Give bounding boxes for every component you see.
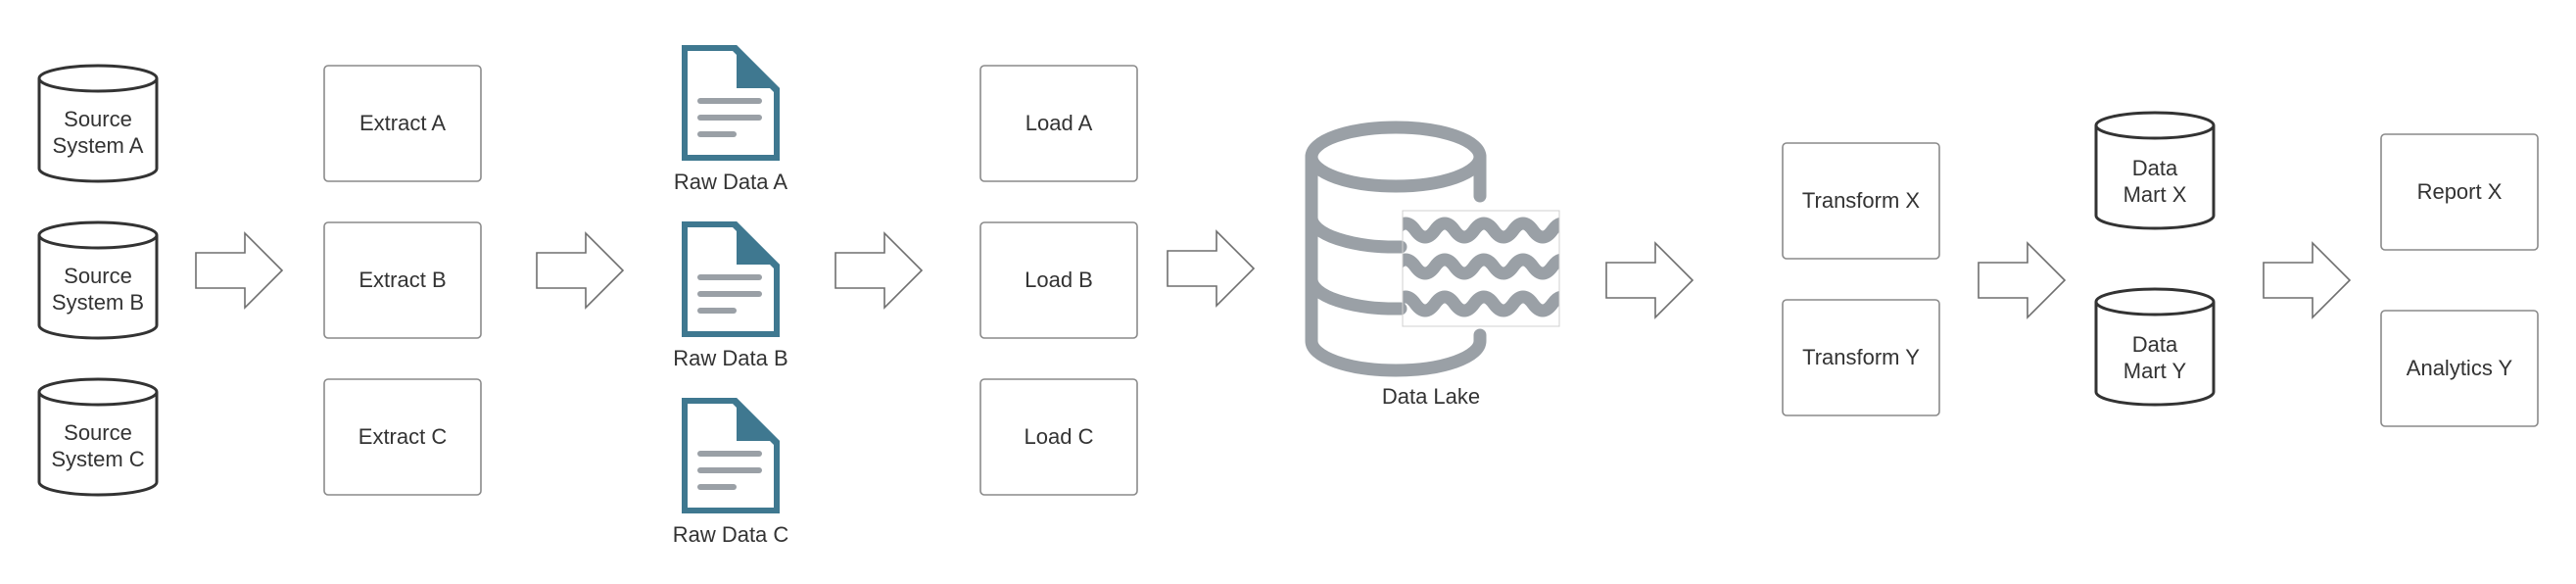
source-system-c: Source System C [37, 377, 159, 497]
right-arrow-icon [835, 231, 924, 310]
source-a-label-line2: System A [53, 133, 144, 158]
transform-y-box: Transform Y [1782, 299, 1940, 416]
right-arrow-icon [195, 231, 284, 310]
raw-data-b: Raw Data B [673, 221, 788, 370]
data-mart-x: Data Mart X [2094, 111, 2216, 230]
raw-data-c: Raw Data C [673, 398, 789, 547]
document-icon [682, 221, 780, 337]
raw-data-a-label: Raw Data A [674, 170, 787, 194]
extract-c-label: Extract C [358, 424, 448, 449]
raw-data-c-label: Raw Data C [673, 522, 789, 547]
extract-b-box: Extract B [323, 221, 482, 339]
report-x-box: Report X [2380, 133, 2539, 251]
right-arrow-icon [1605, 241, 1694, 319]
report-x-label: Report X [2417, 179, 2503, 204]
data-mart-y-label-line1: Data [2132, 332, 2178, 357]
load-a-box: Load A [979, 65, 1138, 182]
extract-a-label: Extract A [359, 111, 446, 135]
load-a-label: Load A [1026, 111, 1093, 135]
data-lake-label: Data Lake [1382, 384, 1480, 409]
load-c-label: Load C [1025, 424, 1094, 449]
transform-x-label: Transform X [1802, 188, 1921, 213]
source-b-label-line1: Source [64, 264, 132, 288]
extract-a-box: Extract A [323, 65, 482, 182]
source-c-label-line1: Source [64, 420, 132, 445]
document-icon [682, 398, 780, 513]
analytics-y-box: Analytics Y [2380, 310, 2539, 427]
source-b-label-line2: System B [52, 290, 144, 315]
database-lake-icon [1305, 121, 1559, 377]
raw-data-a: Raw Data A [674, 45, 787, 194]
load-b-box: Load B [979, 221, 1138, 339]
load-c-box: Load C [979, 378, 1138, 496]
source-system-b: Source System B [37, 220, 159, 340]
raw-data-b-label: Raw Data B [673, 346, 787, 370]
right-arrow-icon [2263, 241, 2352, 319]
data-mart-y: Data Mart Y [2094, 287, 2216, 407]
document-icon [682, 45, 780, 161]
extract-b-label: Extract B [358, 268, 446, 292]
source-a-label-line1: Source [64, 107, 132, 131]
source-system-a: Source System A [37, 64, 159, 183]
right-arrow-icon [1978, 241, 2067, 319]
extract-c-box: Extract C [323, 378, 482, 496]
data-mart-x-label-line1: Data [2132, 156, 2178, 180]
right-arrow-icon [1167, 229, 1256, 308]
source-c-label-line2: System C [51, 447, 144, 471]
transform-y-label: Transform Y [1802, 345, 1920, 369]
data-lake: Data Lake [1305, 121, 1560, 409]
data-mart-y-label-line2: Mart Y [2123, 359, 2187, 383]
transform-x-box: Transform X [1782, 142, 1940, 260]
analytics-y-label: Analytics Y [2407, 356, 2513, 380]
data-mart-x-label-line2: Mart X [2123, 182, 2187, 207]
right-arrow-icon [536, 231, 625, 310]
load-b-label: Load B [1025, 268, 1093, 292]
